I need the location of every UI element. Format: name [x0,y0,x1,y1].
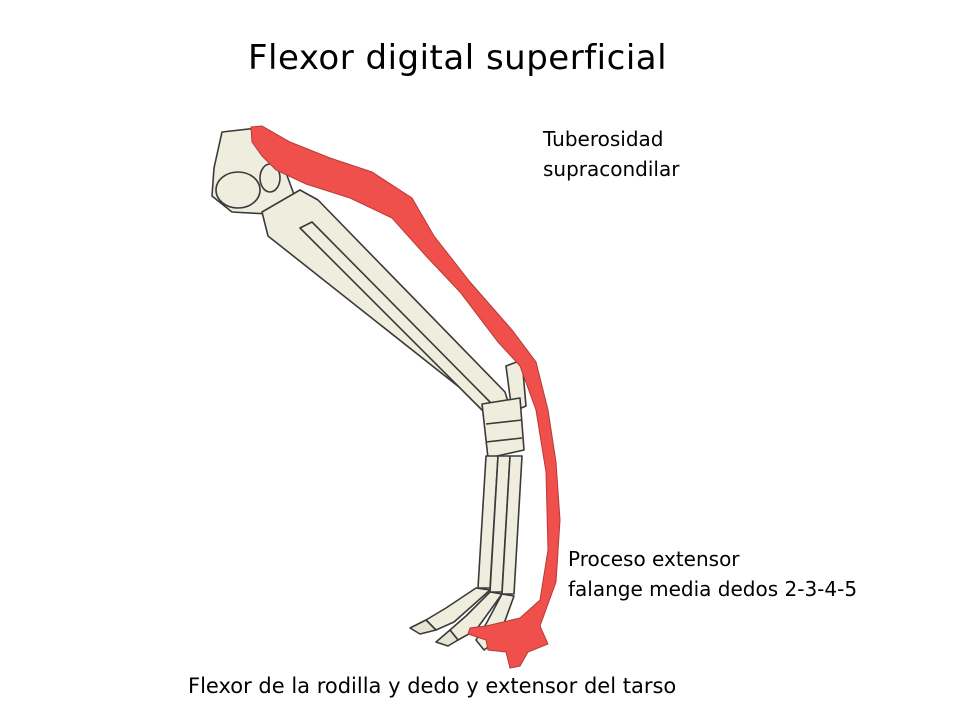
tarsal-bones [481,397,525,459]
fibula [299,221,491,411]
insertion-label: Proceso extensor falange media dedos 2-3… [568,544,857,604]
origin-label-line2: supracondilar [543,157,680,181]
function-caption: Flexor de la rodilla y dedo y extensor d… [188,674,677,698]
hindlimb-bones [211,127,527,651]
origin-label: Tuberosidad supracondilar [543,124,679,184]
claw-1 [409,619,437,635]
slide-title: Flexor digital superficial [248,38,668,78]
superficial-digital-flexor-muscle [250,125,561,669]
femoral-condyle [215,171,261,209]
claw-2 [435,629,459,647]
metatarsal-3 [501,455,523,595]
insertion-label-line1: Proceso extensor [568,547,740,571]
insertion-label-line2: falange media dedos 2-3-4-5 [568,577,858,601]
origin-label-line1: Tuberosidad [543,127,664,151]
